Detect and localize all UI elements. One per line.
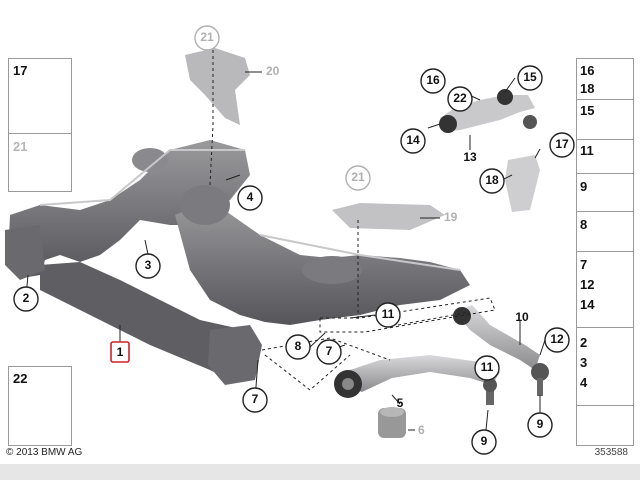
sidebar-left-box-17-21: 17 21 [8,58,72,192]
highlight-box [110,341,130,363]
sb-divider [577,327,633,328]
sb-label-14: 14 [580,297,595,312]
sidebar-right: 16 18 15 11 9 8 7 12 14 2 3 4 [576,58,634,446]
callout-label-1[interactable]: 1 [116,345,124,359]
callout-label-21-mid: 21 [351,170,365,184]
callout-label-21-top: 21 [200,30,214,44]
sb-label-15: 15 [580,103,595,118]
sb-label-11: 11 [580,143,594,158]
callout-label-9-right: 9 [536,417,544,431]
sb-divider [577,139,633,140]
sb-label-18: 18 [580,81,595,96]
sb-label-17: 17 [13,63,28,78]
heat-shield-upper [185,48,250,125]
callout-label-7-upper: 7 [325,344,333,358]
callout-label-17: 17 [555,137,569,151]
callout-label-11-right: 11 [480,360,494,374]
label-6: 6 [418,423,425,437]
wishbone-lower [335,355,500,392]
rubber-mount [378,407,406,438]
callout-label-9-left: 9 [480,434,488,448]
sb-divider [577,173,633,174]
bracket-upper [505,155,540,212]
upper-control-arm [440,95,535,132]
front-axle-subframe [5,140,470,385]
heat-shield-lower [332,203,445,230]
sb-label-12: 12 [580,277,595,292]
callout-label-2: 2 [22,291,30,305]
sb-label-9: 9 [580,179,588,194]
assembly-dashed-lines [209,50,496,391]
sidebar-left-box-22: 22 [8,366,72,446]
callout-label-18: 18 [485,173,499,187]
sb-divider [577,211,633,212]
sb-label-2: 2 [580,335,588,350]
sb-label-7: 7 [580,257,588,272]
label-20: 20 [266,64,280,78]
sb-label-16: 16 [580,63,595,78]
label-19: 19 [444,210,458,224]
sb-divider [577,405,633,406]
callout-label-7-lower: 7 [251,392,259,406]
callout-circles [13,25,575,455]
callout-label-16: 16 [426,73,440,87]
callout-label-14: 14 [406,133,420,147]
callout-label-3: 3 [144,258,152,272]
callout-label-11-left: 11 [381,307,395,321]
callout-label-22: 22 [453,91,467,105]
sb-divider [9,133,71,134]
sb-label-8: 8 [580,217,588,232]
tension-strut [455,305,540,370]
callout-label-15: 15 [523,70,537,84]
callout-label-10: 10 [515,310,529,324]
copyright-text: © 2013 BMW AG [6,447,83,458]
sb-label-3: 3 [580,355,588,370]
callout-label-8: 8 [294,339,302,353]
sb-divider [577,99,633,100]
callout-label-5: 5 [396,396,404,410]
sb-divider [577,251,633,252]
sb-label-4: 4 [580,375,588,390]
callout-label-12: 12 [550,332,564,346]
footer-bar [0,464,640,480]
sb-label-22: 22 [13,371,28,386]
sb-label-21: 21 [13,139,28,154]
callout-label-13: 13 [463,150,477,164]
image-number: 353588 [594,447,628,458]
callout-label-4: 4 [246,190,254,204]
